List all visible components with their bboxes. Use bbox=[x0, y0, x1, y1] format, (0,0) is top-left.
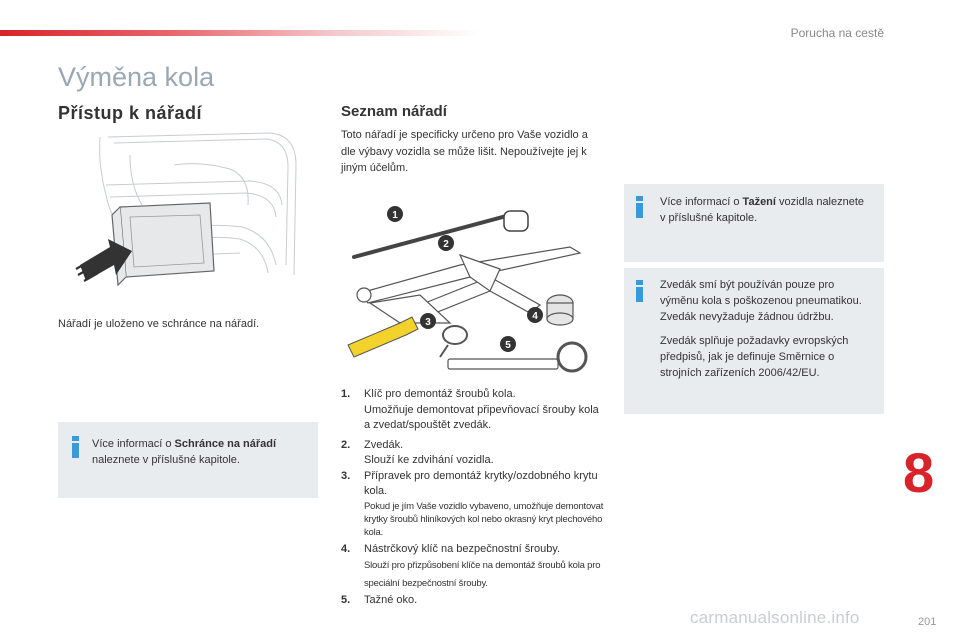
info-text-towing: Více informací o Tažení vozidla naleznet… bbox=[660, 196, 865, 224]
tool-list: 1. Klíč pro demontáž šroubů kola. Umožňu… bbox=[341, 387, 606, 609]
list-item: 3. Přípravek pro demontáž krytky/ozdobné… bbox=[341, 469, 604, 538]
socket-drawing bbox=[546, 294, 574, 326]
list-item: 1. Klíč pro demontáž šroubů kola. Umožňu… bbox=[341, 388, 599, 431]
info-icon bbox=[636, 280, 643, 302]
section-header: Porucha na cestě bbox=[790, 26, 884, 40]
info-box-storage: Více informací o Schránce na nářadí nale… bbox=[58, 422, 318, 498]
tool-list-intro: Toto nářadí je specificky určeno pro Vaš… bbox=[341, 129, 588, 174]
seat-illustration bbox=[75, 132, 297, 287]
list-item: 5. Tažné oko. bbox=[341, 594, 418, 606]
heading-tool-list: Seznam nářadí bbox=[341, 103, 447, 120]
hubcap-tool-drawing bbox=[347, 316, 419, 358]
chapter-number: 8 bbox=[903, 441, 935, 504]
info-text-storage: Více informací o Schránce na nářadí nale… bbox=[92, 438, 277, 466]
info-box-jack: Zvedák smí být používán pouze pro výměnu… bbox=[624, 268, 884, 414]
list-item: 2. Zvedák. Slouží ke zdvihání vozidla. bbox=[341, 438, 494, 467]
info-text-jack: Zvedák smí být používán pouze pro výměnu… bbox=[660, 279, 862, 379]
wheel-brace-drawing bbox=[352, 210, 529, 259]
callout-5: 5 bbox=[505, 340, 511, 351]
info-box-towing: Více informací o Tažení vozidla naleznet… bbox=[624, 184, 884, 262]
header-accent-bar bbox=[0, 30, 480, 36]
heading-tool-access: Přístup k nářadí bbox=[58, 103, 203, 123]
page-title: Výměna kola bbox=[58, 62, 215, 92]
page-number: 201 bbox=[918, 616, 937, 628]
callout-2: 2 bbox=[443, 239, 449, 250]
callout-4: 4 bbox=[532, 311, 538, 322]
info-icon bbox=[636, 196, 643, 218]
tools-illustration: 1 2 3 4 5 bbox=[347, 206, 588, 373]
callout-1: 1 bbox=[392, 210, 398, 221]
watermark: carmanualsonline.info bbox=[690, 608, 860, 627]
list-item: 4. Nástrčkový klíč na bezpečnostní šroub… bbox=[341, 542, 601, 590]
towing-eye-drawing bbox=[447, 341, 588, 373]
storage-caption: Nářadí je uloženo ve schránce na nářadí. bbox=[58, 318, 260, 330]
callout-3: 3 bbox=[425, 317, 431, 328]
info-icon bbox=[72, 436, 79, 458]
